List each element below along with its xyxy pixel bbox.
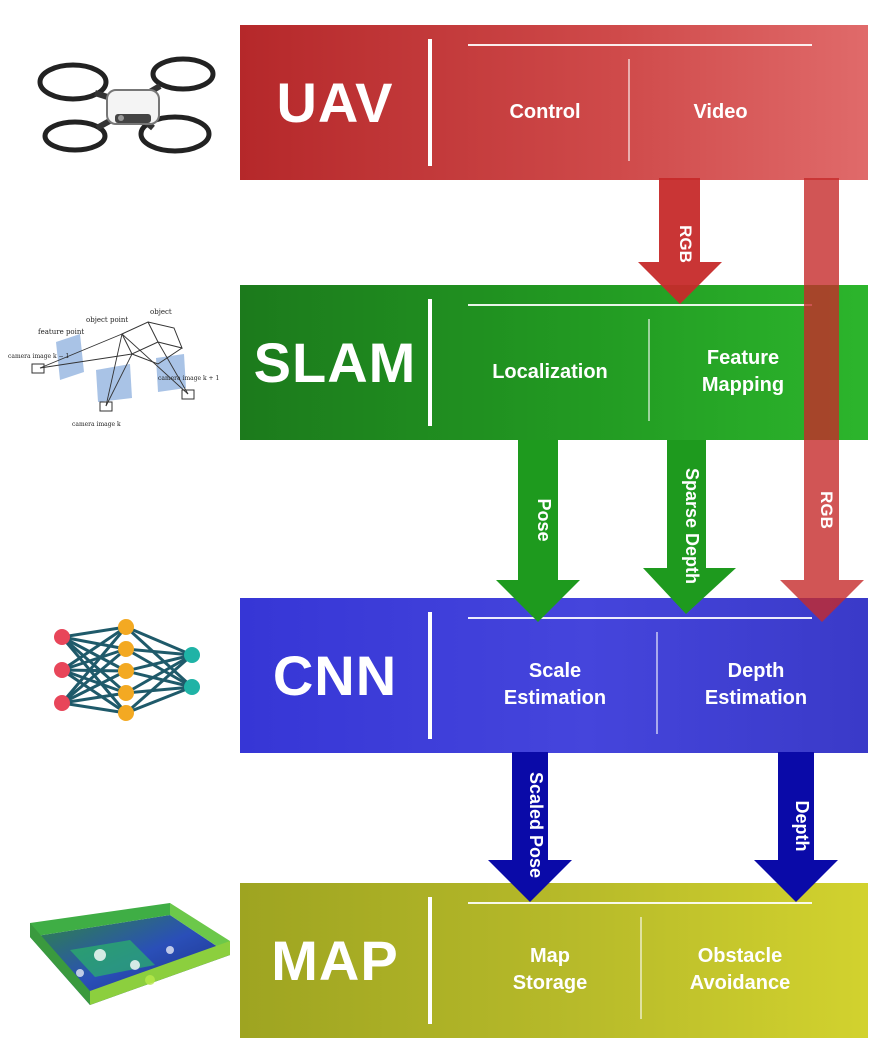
rotor-guard-icon bbox=[42, 119, 108, 153]
rgb-arrow-uav-cnn: RGB bbox=[780, 178, 864, 622]
map-storage-label: Map Storage bbox=[512, 945, 588, 994]
depth-estimation-label: Depth Estimation bbox=[704, 660, 808, 709]
cnn-block: CNN Scale Estimation Depth Estimation bbox=[240, 598, 868, 753]
block-title: CNN bbox=[272, 644, 398, 707]
depth-label: Depth bbox=[792, 801, 812, 852]
divider bbox=[656, 632, 658, 734]
divider bbox=[628, 59, 630, 161]
block-title: SLAM bbox=[253, 331, 417, 394]
neural-network-icon bbox=[54, 619, 200, 721]
divider bbox=[648, 319, 650, 421]
rotor-guard-icon bbox=[37, 62, 109, 102]
pose-arrow: Pose bbox=[496, 440, 580, 622]
rgb-arrow-uav-slam: RGB bbox=[638, 178, 722, 304]
camera-k-label: camera image k bbox=[72, 421, 121, 428]
3d-map-image bbox=[30, 903, 230, 1005]
divider bbox=[468, 44, 812, 46]
slam-block: SLAM Localization Feature Mapping bbox=[240, 285, 868, 440]
depth-arrow: Depth bbox=[754, 752, 838, 902]
map-block: MAP Map Storage Obstacle Avoidance bbox=[240, 883, 868, 1038]
divider bbox=[428, 299, 432, 426]
divider bbox=[428, 897, 432, 1024]
camera-k-plus-1-label: camera image k + 1 bbox=[158, 375, 219, 382]
pose-label: Pose bbox=[534, 498, 554, 541]
feature-mapping-label: Feature Mapping bbox=[701, 347, 785, 396]
sparse-depth-label: Sparse Depth bbox=[682, 468, 702, 584]
divider bbox=[428, 612, 432, 739]
rotor-guard-icon bbox=[150, 56, 216, 92]
scaled-pose-arrow: Scaled Pose bbox=[488, 752, 572, 902]
localization-label: Localization bbox=[492, 360, 608, 383]
slam-geometry-image: object point object feature point camera… bbox=[8, 308, 219, 428]
uav-block: UAV Control Video bbox=[240, 25, 868, 180]
control-label: Control bbox=[509, 100, 581, 123]
rotor-guard-icon bbox=[138, 114, 212, 154]
object-label: object bbox=[150, 308, 172, 316]
divider bbox=[468, 902, 812, 904]
scale-estimation-label: Scale Estimation bbox=[503, 660, 607, 709]
object-point-label: object point bbox=[86, 316, 128, 324]
divider bbox=[428, 39, 432, 166]
divider bbox=[468, 617, 812, 619]
block-title: MAP bbox=[271, 929, 399, 992]
sparse-depth-arrow: Sparse Depth bbox=[643, 440, 736, 614]
drone-image bbox=[37, 56, 216, 154]
rgb-label: RGB bbox=[676, 225, 695, 263]
obstacle-avoidance-label: Obstacle Avoidance bbox=[689, 945, 791, 994]
camera-k-minus-1-label: camera image k − 1 bbox=[8, 353, 69, 360]
scaled-pose-label: Scaled Pose bbox=[526, 772, 546, 878]
rgb-label: RGB bbox=[817, 491, 836, 529]
divider bbox=[640, 917, 642, 1019]
video-label: Video bbox=[693, 100, 748, 123]
divider bbox=[468, 304, 812, 306]
block-title: UAV bbox=[276, 71, 394, 134]
feature-point-label: feature point bbox=[38, 328, 84, 336]
